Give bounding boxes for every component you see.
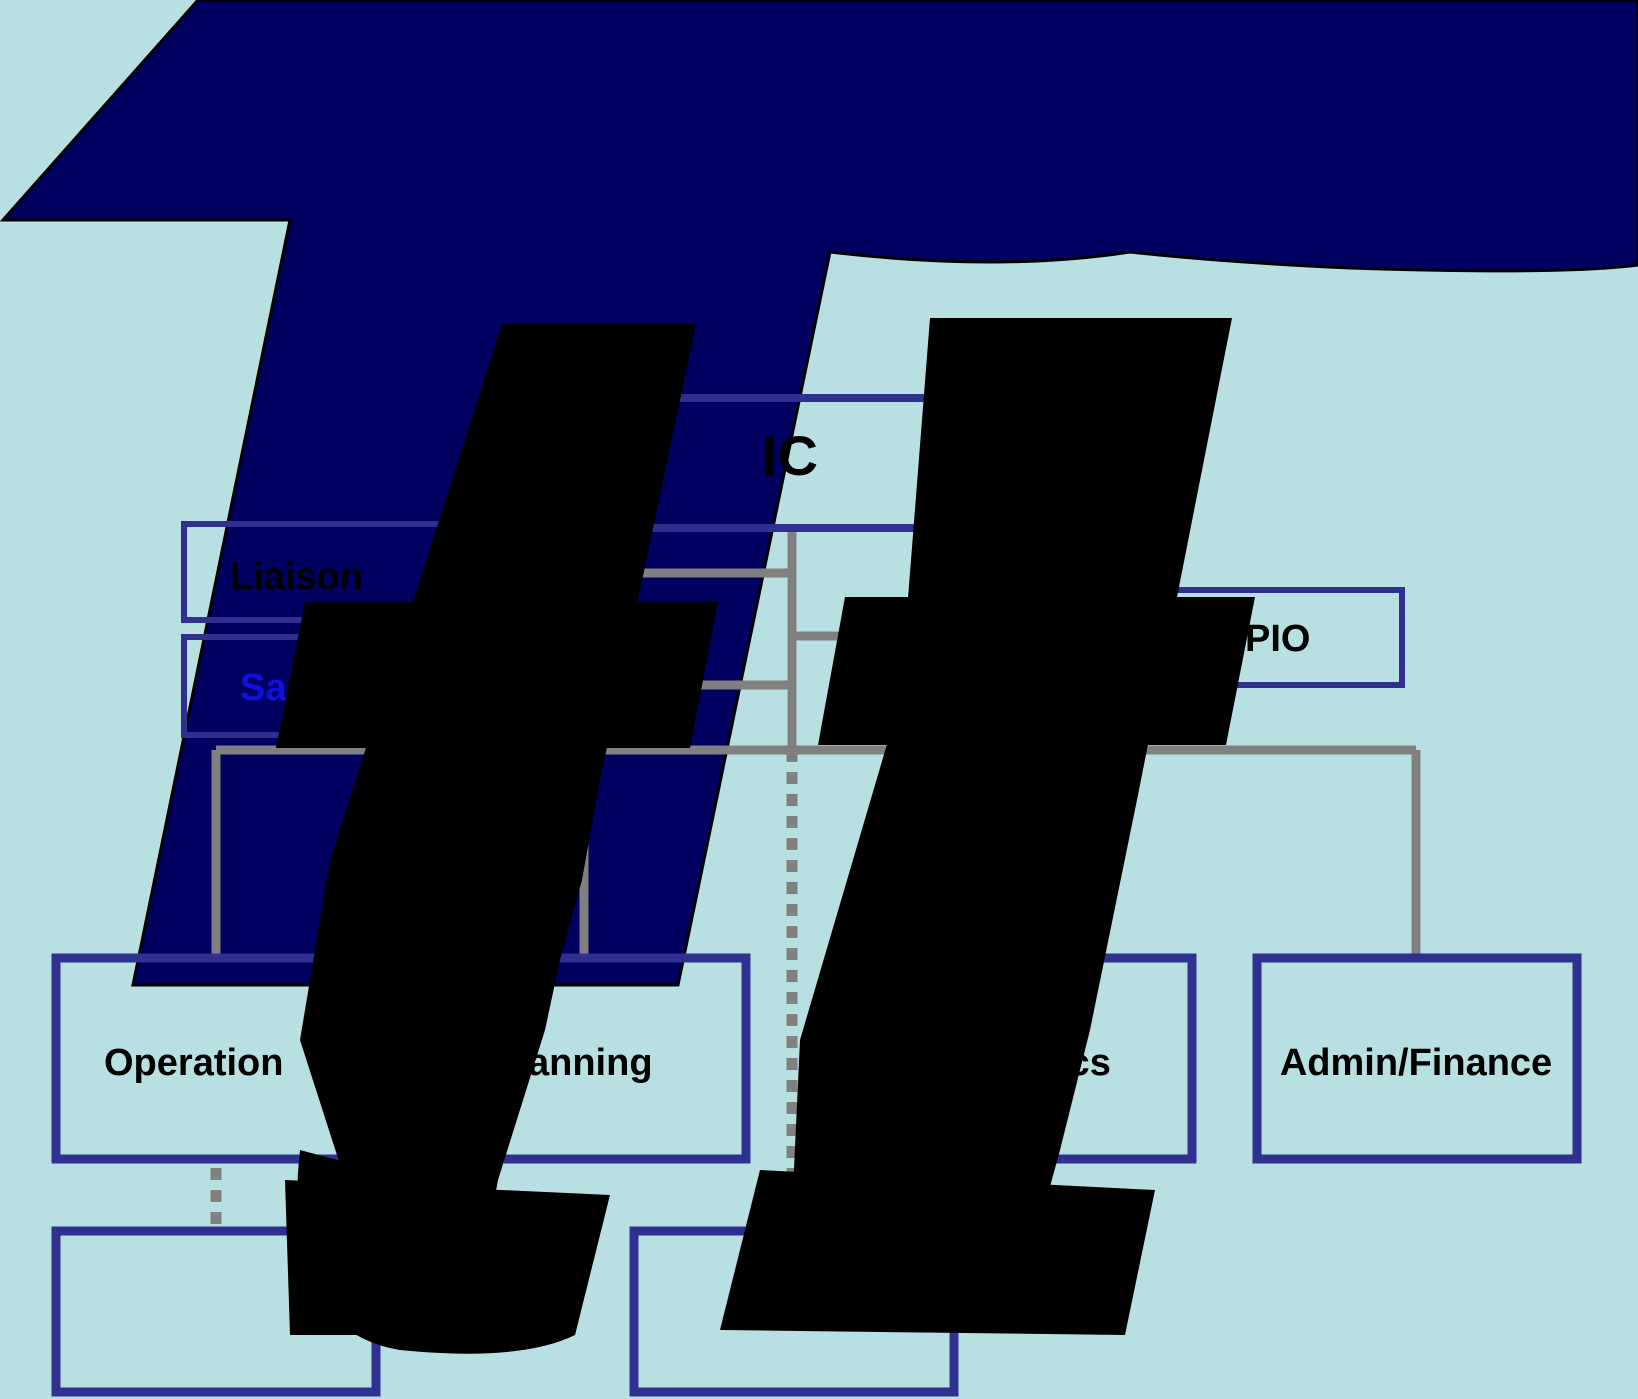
liaison-label: Liaison [230,556,363,598]
left-t-stem-glyph [300,324,696,1252]
dotted-connector-lines [210,750,798,1228]
right-t-hook-glyph [720,1170,1155,1335]
right-t-stem-glyph [790,318,1232,1322]
ic-label: IC [762,424,818,487]
planning-label: anning [528,1042,653,1084]
navy-banner-shape [0,0,1638,987]
left-t-crossbar-glyph [276,602,718,748]
right-t-crossbar-glyph [818,597,1255,745]
admin-finance-label: Admin/Finance [1280,1042,1552,1084]
left-t-curve-glyph [297,1150,600,1354]
tt-overlay-glyphs [276,318,1255,1354]
safety-label: Sa [240,667,287,709]
pio-label: PIO [1245,618,1310,660]
admin-finance-box [1252,953,1582,1164]
operations-label: Operation [104,1042,283,1084]
